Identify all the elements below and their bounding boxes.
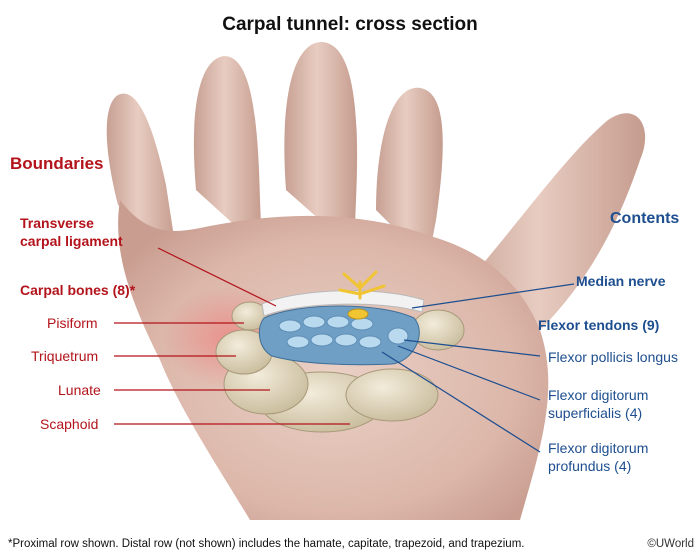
transverse-carpal-ligament: [261, 290, 425, 317]
fdp-label: Flexor digitorum profundus (4): [548, 439, 648, 475]
median-nerve: [347, 308, 369, 320]
flexor-tendons-label: Flexor tendons (9): [538, 317, 660, 333]
ring-finger: [193, 56, 262, 250]
transverse-carpal-ligament-label: Transverse carpal ligament: [20, 214, 123, 250]
middle-finger: [284, 42, 358, 250]
triquetrum-label: Triquetrum: [31, 348, 99, 364]
pinky-finger: [106, 93, 176, 250]
leader-transverse: [157, 247, 277, 307]
lunate-label: Lunate: [58, 382, 101, 398]
median-nerve-branches: [338, 270, 386, 300]
carpal-bones-label: Carpal bones (8)*: [20, 282, 136, 298]
pisiform-label: Pisiform: [47, 315, 98, 331]
leader-fdp: [381, 351, 541, 453]
leader-median-nerve: [411, 283, 575, 309]
fds-label-line2: superficialis (4): [548, 405, 643, 421]
fdp-label-line1: Flexor digitorum: [548, 440, 649, 456]
leader-fds: [397, 345, 541, 401]
fds-label: Flexor digitorum superficialis (4): [548, 386, 648, 422]
transverse-label-line1: Transverse: [20, 215, 94, 231]
scaphoid-label: Scaphoid: [40, 416, 99, 432]
fds-label-line1: Flexor digitorum: [548, 387, 649, 403]
transverse-label-line2: carpal ligament: [20, 233, 123, 249]
fpl-label: Flexor pollicis longus: [548, 349, 678, 365]
fdp-label-line2: profundus (4): [548, 458, 632, 474]
lower-right-bone: [345, 368, 439, 422]
tendons: [278, 315, 409, 349]
boundaries-heading: Boundaries: [10, 154, 104, 173]
median-nerve-label: Median nerve: [576, 273, 666, 289]
leader-fpl: [403, 339, 541, 357]
footnote: *Proximal row shown. Distal row (not sho…: [8, 538, 525, 550]
index-finger: [376, 87, 443, 262]
diagram-title: Carpal tunnel: cross section: [222, 14, 478, 35]
credit: ©UWorld: [647, 538, 694, 550]
contents-heading: Contents: [610, 210, 680, 227]
